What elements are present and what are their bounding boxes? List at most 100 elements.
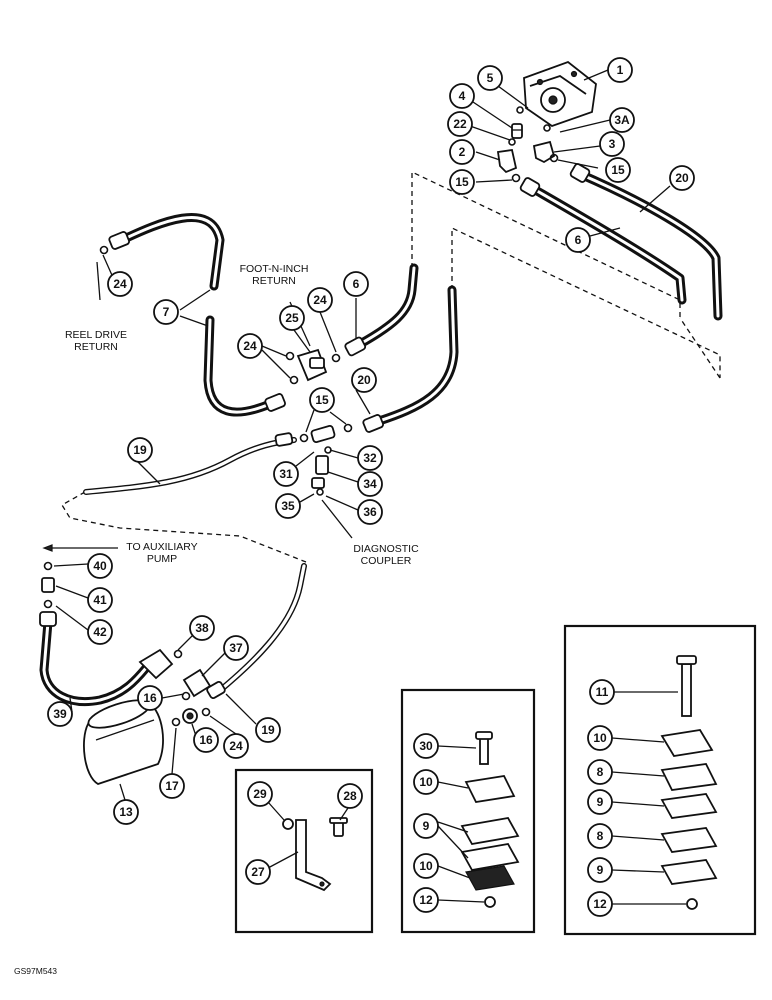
callout-22: 22	[447, 111, 473, 137]
callout-36: 36	[357, 499, 383, 525]
callout-28: 28	[337, 783, 363, 809]
callout-10-large-box: 10	[587, 725, 613, 751]
callout-24-lower: 24	[223, 733, 249, 759]
elbow-2	[496, 148, 518, 174]
svg-text:3: 3	[609, 137, 616, 151]
svg-text:24: 24	[313, 293, 327, 307]
label-reel-drive-line2: RETURN	[74, 341, 118, 353]
svg-text:40: 40	[93, 559, 107, 573]
svg-text:2: 2	[459, 145, 466, 159]
leader-lines	[42, 69, 686, 905]
svg-text:10: 10	[419, 775, 433, 789]
callout-17: 17	[159, 773, 185, 799]
inset-clamp-box-small	[400, 688, 536, 934]
callout-38: 38	[189, 615, 215, 641]
svg-text:35: 35	[281, 499, 295, 513]
svg-text:19: 19	[261, 723, 275, 737]
callout-34: 34	[357, 471, 383, 497]
fitting-41	[41, 577, 55, 593]
svg-text:12: 12	[419, 893, 433, 907]
callout-12-large-box: 12	[587, 891, 613, 917]
callout-16-lower: 16	[193, 727, 219, 753]
svg-text:24: 24	[229, 739, 243, 753]
svg-text:17: 17	[165, 779, 179, 793]
callout-10-top: 10	[413, 769, 439, 795]
dashed-routing-lines	[61, 170, 721, 563]
svg-text:15: 15	[611, 163, 625, 177]
callout-19-lower: 19	[255, 717, 281, 743]
label-aux-pump-line2: PUMP	[147, 553, 177, 565]
callout-19-upper: 19	[127, 437, 153, 463]
svg-text:4: 4	[459, 89, 466, 103]
svg-text:42: 42	[93, 625, 107, 639]
callout-3a: 3A	[609, 107, 635, 133]
svg-text:38: 38	[195, 621, 209, 635]
svg-text:1: 1	[617, 63, 624, 77]
callout-39: 39	[47, 701, 73, 727]
svg-text:9: 9	[597, 795, 604, 809]
hose-6	[344, 263, 419, 357]
callout-16-upper: 16	[137, 685, 163, 711]
callout-20-upper: 20	[669, 165, 695, 191]
callout-29: 29	[247, 781, 273, 807]
filter-canister-13	[83, 699, 164, 785]
svg-text:20: 20	[675, 171, 689, 185]
callout-10-bottom: 10	[413, 853, 439, 879]
callout-6-upper: 6	[565, 227, 591, 253]
tube-19-lower	[206, 563, 307, 699]
callout-2: 2	[449, 139, 475, 165]
callout-31: 31	[273, 461, 299, 487]
callout-13: 13	[113, 799, 139, 825]
svg-text:27: 27	[251, 865, 265, 879]
elbow-38	[138, 648, 174, 680]
svg-text:37: 37	[229, 641, 243, 655]
svg-text:8: 8	[597, 765, 604, 779]
svg-text:15: 15	[315, 393, 329, 407]
svg-text:10: 10	[419, 859, 433, 873]
svg-text:9: 9	[423, 819, 430, 833]
svg-text:41: 41	[93, 593, 107, 607]
callout-41: 41	[87, 587, 113, 613]
svg-text:5: 5	[487, 71, 494, 85]
hose-7	[108, 213, 286, 417]
svg-text:32: 32	[363, 451, 377, 465]
callout-27: 27	[245, 859, 271, 885]
fitting-25	[296, 348, 328, 382]
callout-42: 42	[87, 619, 113, 645]
callout-11: 11	[589, 679, 615, 705]
callout-5: 5	[477, 65, 503, 91]
svg-text:36: 36	[363, 505, 377, 519]
callout-8-upper: 8	[587, 759, 613, 785]
adapter-37	[182, 668, 212, 698]
filter-head-16	[182, 708, 198, 724]
callout-15-upper-right: 15	[605, 157, 631, 183]
svg-text:8: 8	[597, 829, 604, 843]
tube-19-upper	[83, 432, 297, 495]
label-diagnostic-line2: COUPLER	[361, 555, 412, 567]
callout-24-reel: 24	[107, 271, 133, 297]
svg-text:29: 29	[253, 787, 267, 801]
elbow-3	[532, 140, 556, 164]
callout-8-lower: 8	[587, 823, 613, 849]
svg-text:6: 6	[575, 233, 582, 247]
hose-20	[362, 285, 459, 433]
callout-24-left: 24	[237, 333, 263, 359]
svg-text:11: 11	[596, 685, 609, 699]
callout-7: 7	[153, 299, 179, 325]
tee-fitting	[310, 425, 336, 489]
label-diagnostic-line1: DIAGNOSTIC	[353, 543, 419, 555]
callout-20-center: 20	[351, 367, 377, 393]
callout-6-center: 6	[343, 271, 369, 297]
callout-37: 37	[223, 635, 249, 661]
callout-4: 4	[449, 83, 475, 109]
callout-9-upper: 9	[587, 789, 613, 815]
callout-35: 35	[275, 493, 301, 519]
callout-32: 32	[357, 445, 383, 471]
svg-text:10: 10	[593, 731, 607, 745]
svg-text:20: 20	[357, 373, 371, 387]
callout-25: 25	[279, 305, 305, 331]
svg-text:6: 6	[353, 277, 360, 291]
svg-text:24: 24	[113, 277, 127, 291]
label-foot-n-inch-line2: RETURN	[252, 275, 296, 287]
